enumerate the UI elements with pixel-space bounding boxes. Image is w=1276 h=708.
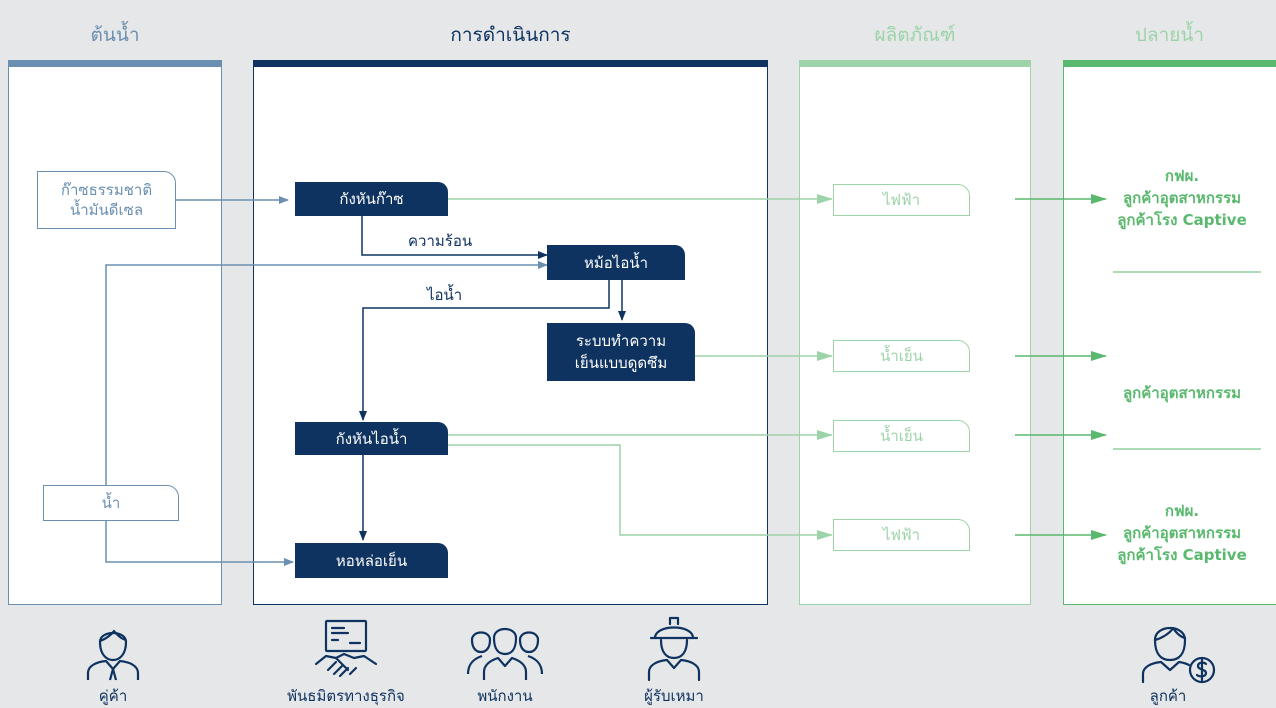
customer-egat: กฟผ. <box>1164 502 1200 520</box>
customer-captive: ลูกค้าโรง Captive <box>1117 211 1247 229</box>
supplier-icon <box>86 629 140 681</box>
supplier-label: คู่ค้า <box>98 687 128 705</box>
products-panel <box>799 60 1031 605</box>
gas-turbine-box: กังหันก๊าซ <box>295 182 448 216</box>
steam-label: ไอน้ำ <box>427 286 463 304</box>
steam-turbine-box: กังหันไอน้ำ <box>295 422 448 455</box>
business-partner-icon <box>314 619 378 678</box>
employees-icon <box>466 627 544 680</box>
customer-group-2: ลูกค้าอุตสาหกรรม <box>1098 382 1266 404</box>
business-partner-label: พันธมิตรทางธุรกิจ <box>287 687 405 705</box>
column-header-downstream: ปลายน้ำ <box>1134 24 1205 46</box>
input-water: น้ำ <box>43 485 179 521</box>
cooling-tower-box: หอหล่อเย็น <box>295 543 448 578</box>
customer-label: ลูกค้า <box>1149 687 1187 705</box>
contractor-label: ผู้รับเหมา <box>644 687 704 705</box>
downstream-panel <box>1063 60 1276 605</box>
employees-label: พนักงาน <box>477 687 533 705</box>
column-header-products: ผลิตภัณฑ์ <box>874 24 956 46</box>
customer-group-1: กฟผ. ลูกค้าอุตสาหกรรม ลูกค้าโรง Captive <box>1098 165 1266 231</box>
product-electricity-2: ไฟฟ้า <box>833 519 970 551</box>
product-chilled-water-1: น้ำเย็น <box>833 340 970 372</box>
customer-icon <box>1141 626 1216 684</box>
column-header-operation: การดำเนินการ <box>450 24 571 46</box>
column-header-upstream: ต้นน้ำ <box>90 24 140 46</box>
product-electricity-1: ไฟฟ้า <box>833 184 970 216</box>
boiler-box: หม้อไอน้ำ <box>547 245 685 280</box>
customer-industrial: ลูกค้าอุตสาหกรรม <box>1122 524 1242 542</box>
customer-group-3: กฟผ. ลูกค้าอุตสาหกรรม ลูกค้าโรง Captive <box>1098 500 1266 566</box>
customer-captive: ลูกค้าโรง Captive <box>1117 546 1247 564</box>
contractor-icon <box>647 616 701 682</box>
absorption-chiller-box: ระบบทำความ เย็นแบบดูดซึม <box>547 323 695 381</box>
input-natural-gas-diesel: ก๊าซธรรมชาติ น้ำมันดีเซล <box>37 171 176 229</box>
customer-industrial: ลูกค้าอุตสาหกรรม <box>1122 384 1242 402</box>
heat-label: ความร้อน <box>408 232 473 250</box>
customer-industrial: ลูกค้าอุตสาหกรรม <box>1122 189 1242 207</box>
product-chilled-water-2: น้ำเย็น <box>833 420 970 452</box>
customer-egat: กฟผ. <box>1164 167 1200 185</box>
